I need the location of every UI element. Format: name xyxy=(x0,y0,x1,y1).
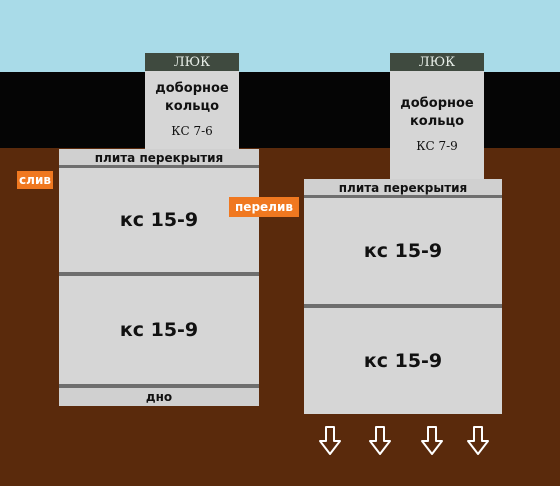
left-cover-slab: плита перекрытия xyxy=(59,149,259,167)
left-ring-bottom: кс 15-9 xyxy=(59,276,259,384)
right-hatch-label: ЛЮК xyxy=(418,54,456,70)
left-bottom-label: дно xyxy=(145,390,173,404)
left-hatch: ЛЮК xyxy=(145,53,239,71)
down-arrow-icon xyxy=(368,426,392,456)
right-add-ring-line1: доборное xyxy=(400,96,474,111)
right-seam-1 xyxy=(304,195,502,198)
overflow-label: перелив xyxy=(235,200,293,214)
left-ring-bottom-label: кс 15-9 xyxy=(119,319,199,341)
left-ring-top-label: кс 15-9 xyxy=(119,209,199,231)
left-add-ring-line2: кольцо xyxy=(164,99,220,114)
left-ring-top: кс 15-9 xyxy=(59,168,259,272)
right-add-ring-code: КС 7-9 xyxy=(416,139,458,153)
down-arrow-icon xyxy=(318,426,342,456)
right-ring-top-label: кс 15-9 xyxy=(363,240,443,262)
down-arrow-icon xyxy=(466,426,490,456)
overflow-pipe-tag: перелив xyxy=(229,197,299,217)
right-slab-label: плита перекрытия xyxy=(338,180,468,195)
right-cover-slab: плита перекрытия xyxy=(304,179,502,196)
left-bottom-slab: дно xyxy=(59,388,259,406)
left-additional-ring: доборное кольцо КС 7-6 xyxy=(145,71,239,149)
right-seam-2 xyxy=(304,304,502,308)
right-add-ring-line2: кольцо xyxy=(409,114,465,129)
left-seam-2 xyxy=(59,272,259,276)
left-seam-3 xyxy=(59,384,259,388)
left-add-ring-line1: доборное xyxy=(155,81,229,96)
drain-pipe-tag: слив xyxy=(17,171,53,189)
left-hatch-label: ЛЮК xyxy=(173,54,211,70)
drain-label: слив xyxy=(19,173,51,187)
right-hatch: ЛЮК xyxy=(390,53,484,71)
right-ring-top: кс 15-9 xyxy=(304,198,502,304)
down-arrow-icon xyxy=(420,426,444,456)
left-add-ring-code: КС 7-6 xyxy=(171,124,213,138)
right-additional-ring: доборное кольцо КС 7-9 xyxy=(390,71,484,179)
right-ring-bottom: кс 15-9 xyxy=(304,308,502,414)
left-seam-1 xyxy=(59,165,259,168)
left-slab-label: плита перекрытия xyxy=(94,151,224,165)
right-ring-bottom-label: кс 15-9 xyxy=(363,350,443,372)
